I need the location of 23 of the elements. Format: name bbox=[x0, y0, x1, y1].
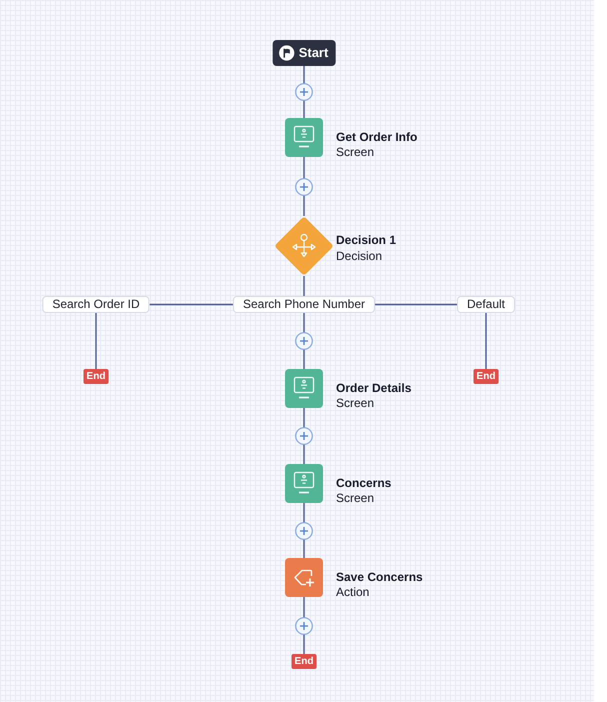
connector-line bbox=[375, 304, 457, 306]
connector-line bbox=[303, 276, 305, 296]
node-title: Order Details bbox=[336, 380, 412, 396]
node-title: Save Concerns bbox=[336, 569, 423, 585]
node-type: Decision bbox=[336, 248, 384, 264]
node-type: Screen bbox=[336, 145, 376, 159]
start-block bbox=[272, 40, 336, 66]
end-badge: End bbox=[292, 654, 316, 669]
outcome-label: Search Order ID bbox=[42, 296, 150, 313]
connector-line bbox=[150, 304, 233, 306]
node-type: Screen bbox=[336, 491, 376, 505]
outcome-label: Default bbox=[456, 296, 516, 313]
start-label: Start bbox=[298, 45, 328, 61]
outcome-label: Search Phone Number bbox=[232, 296, 376, 313]
connector-line bbox=[95, 313, 97, 369]
node-title: Decision 1 bbox=[336, 232, 396, 248]
node-title: Get Order Info bbox=[336, 129, 418, 145]
end-badge: End bbox=[84, 369, 108, 384]
end-badge: End bbox=[474, 369, 498, 384]
node-type: Screen bbox=[336, 396, 376, 410]
node-title: Concerns bbox=[336, 475, 392, 491]
node-type: Action bbox=[336, 585, 370, 599]
connector-line bbox=[485, 313, 487, 369]
